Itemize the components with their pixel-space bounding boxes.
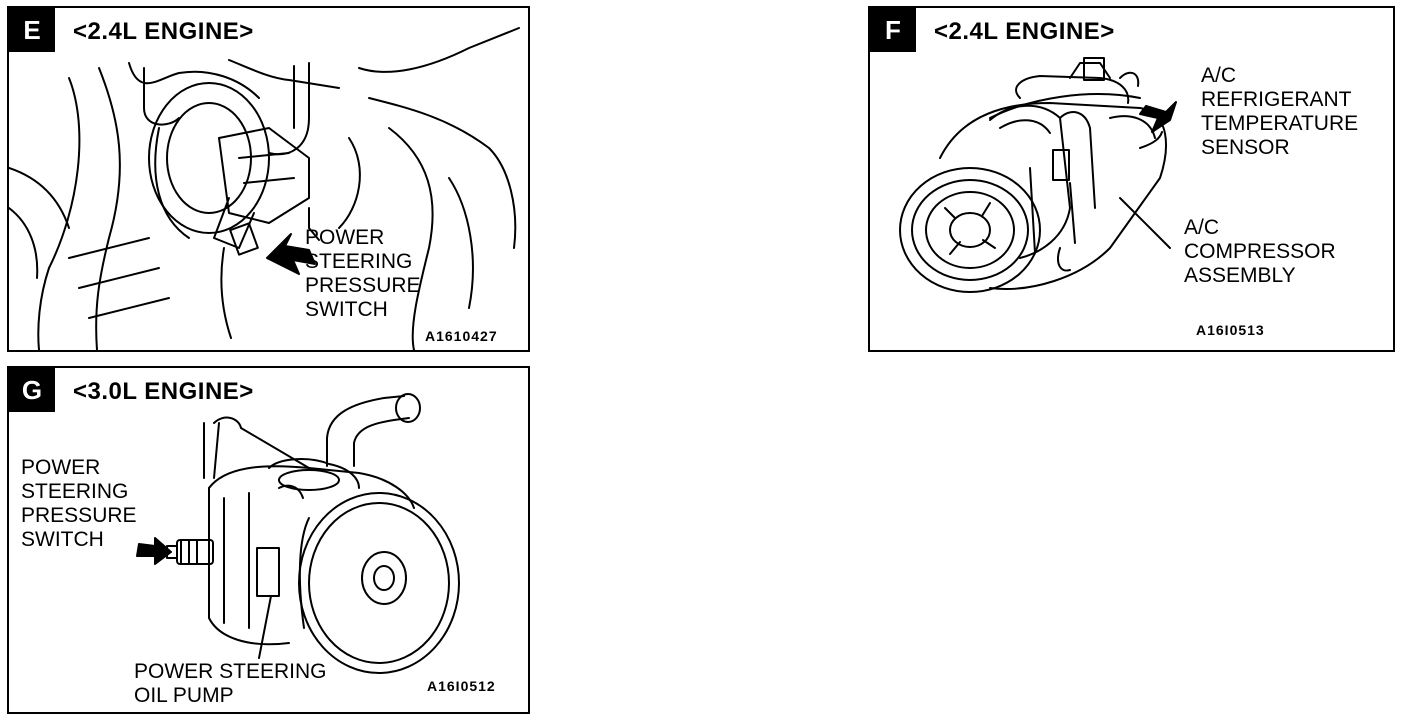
engine-bay-illustration: [9, 27, 520, 350]
label-line: ASSEMBLY: [1184, 264, 1296, 287]
panel-f-ac-refrigerant-temperature-sensor: F <2.4L ENGINE> A/C REFRIGERANT TEMPERAT…: [868, 6, 1395, 352]
figure-id: A16I0512: [427, 678, 496, 694]
power-steering-pump-illustration: [136, 393, 460, 674]
panel-title: <2.4L ENGINE>: [934, 18, 1115, 45]
ac-compressor-illustration: [899, 57, 1177, 293]
panel-title: <3.0L ENGINE>: [73, 378, 254, 405]
panel-title: <2.4L ENGINE>: [73, 18, 254, 45]
label-line: REFRIGERANT: [1201, 88, 1352, 111]
figure-id: A1610427: [425, 328, 498, 344]
power-steering-pressure-switch-label: POWER STEERING PRESSURE SWITCH: [305, 226, 421, 322]
figure-id: A16I0513: [1196, 322, 1265, 338]
ac-refrigerant-temperature-sensor-label: A/C REFRIGERANT TEMPERATURE SENSOR: [1201, 64, 1358, 160]
panel-badge: F: [870, 8, 916, 52]
label-line: SENSOR: [1201, 136, 1290, 159]
label-line: SWITCH: [305, 298, 388, 321]
power-steering-pressure-switch-label: POWER STEERING PRESSURE SWITCH: [21, 456, 137, 552]
label-line: A/C: [1201, 64, 1237, 87]
power-steering-oil-pump-label: POWER STEERING OIL PUMP: [134, 660, 327, 708]
label-line: POWER: [21, 456, 101, 479]
label-line: A/C: [1184, 216, 1220, 239]
label-line: PRESSURE: [21, 504, 137, 527]
label-line: OIL PUMP: [134, 684, 234, 707]
label-line: SWITCH: [21, 528, 104, 551]
label-line: POWER STEERING: [134, 660, 327, 683]
ac-compressor-assembly-label: A/C COMPRESSOR ASSEMBLY: [1184, 216, 1336, 288]
panel-g-power-steering-oil-pump-3-0l: G <3.0L ENGINE> POWER STEERING PRESSURE …: [7, 366, 530, 714]
label-line: POWER: [305, 226, 385, 249]
panel-e-power-steering-pressure-switch-2-4l: E <2.4L ENGINE> POWER STEERING PRESSURE …: [7, 6, 530, 352]
label-line: TEMPERATURE: [1201, 112, 1359, 135]
label-line: PRESSURE: [305, 274, 421, 297]
label-line: STEERING: [305, 250, 413, 273]
label-line: COMPRESSOR: [1184, 240, 1336, 263]
panel-badge: E: [9, 8, 55, 52]
label-line: STEERING: [21, 480, 129, 503]
panel-badge: G: [9, 368, 55, 412]
